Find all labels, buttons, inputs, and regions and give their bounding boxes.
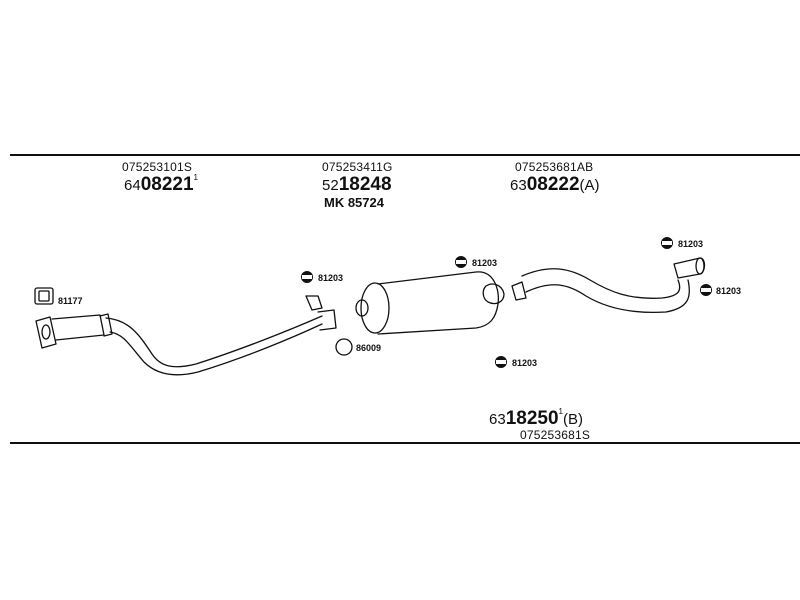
hanger-icon bbox=[661, 237, 673, 249]
callout-81203: 81203 bbox=[472, 258, 497, 268]
hanger-icon bbox=[495, 356, 507, 368]
hanger-icon bbox=[301, 271, 313, 283]
callout-81203: 81203 bbox=[678, 239, 703, 249]
part3-number: 6308222(A) bbox=[510, 174, 600, 195]
callout-81203: 81203 bbox=[512, 358, 537, 368]
callout-86009: 86009 bbox=[356, 343, 381, 353]
part3-oem-number: 075253681AB bbox=[515, 160, 594, 174]
mounting-kit-label: MK 85724 bbox=[324, 195, 384, 210]
callout-81203: 81203 bbox=[716, 286, 741, 296]
part2-number: 5218248 bbox=[322, 174, 392, 195]
rear-pipe bbox=[511, 257, 706, 314]
part4-oem-number: 075253681S bbox=[520, 428, 591, 442]
part1-oem-number: 075253101S bbox=[122, 160, 193, 174]
part1-number: 64082211 bbox=[124, 173, 198, 195]
gasket-part bbox=[34, 287, 54, 305]
top-rule bbox=[10, 154, 800, 156]
gasket-ring bbox=[335, 338, 353, 356]
callout-81203: 81203 bbox=[318, 273, 343, 283]
hanger-icon bbox=[455, 256, 467, 268]
front-pipe bbox=[35, 295, 337, 376]
part2-oem-number: 075253411G bbox=[322, 160, 393, 174]
hanger-icons bbox=[301, 237, 712, 368]
middle-silencer bbox=[355, 271, 505, 335]
bottom-rule bbox=[10, 442, 800, 444]
part4-number: 63182501(B) bbox=[489, 407, 583, 429]
callout-81177: 81177 bbox=[58, 296, 83, 306]
hanger-icon bbox=[700, 284, 712, 296]
